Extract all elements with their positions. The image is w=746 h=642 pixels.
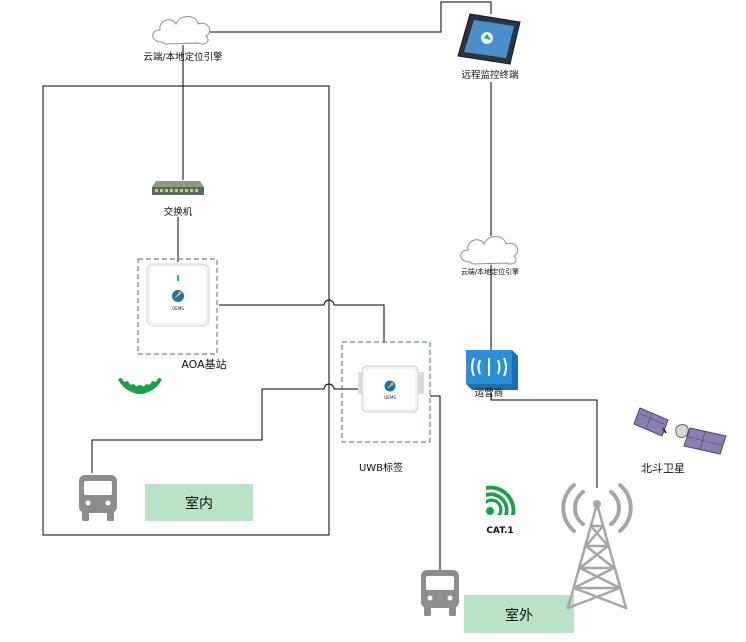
signal-tower-icon (561, 483, 633, 610)
uwb-brand: OEMS (384, 395, 396, 400)
outdoor-label: 室外 (505, 607, 533, 624)
line-aoa-uwb (219, 299, 385, 342)
bus-icon (79, 475, 117, 521)
tablet-icon (457, 13, 521, 65)
operator-icon (466, 350, 518, 390)
cloud-mid-label: 云端/本地定位引擎 (461, 267, 519, 276)
cloud-icon (152, 16, 211, 45)
connection-lines (42, 1, 598, 570)
network-switch-icon (152, 181, 204, 195)
uwb-tag-icon (358, 365, 424, 413)
aoa-label: AOA基站 (181, 357, 226, 371)
cat1-signal-icon (486, 485, 516, 515)
uwb-dashed-box (341, 341, 431, 443)
bus-outdoor-icon (421, 570, 459, 616)
switch-label: 交换机 (164, 206, 193, 218)
aoa-base-station-icon (146, 263, 210, 327)
satellite-icon (633, 407, 727, 455)
line-bus-uwb (91, 383, 358, 473)
aoa-dashed-box (137, 258, 218, 355)
wireless-signal-icon (118, 378, 162, 395)
operator-label: 运营商 (475, 387, 504, 399)
tablet-label: 远程监控终端 (461, 69, 519, 81)
satellite-label: 北斗卫星 (641, 462, 685, 475)
cloud-top-label: 云端/本地定位引擎 (143, 51, 223, 63)
line-operator-tower (490, 392, 598, 488)
line-cloud-tablet (208, 1, 492, 33)
uwb-label: UWB标签 (359, 461, 403, 474)
indoor-label: 室内 (185, 495, 213, 512)
indoor-zone (145, 484, 253, 521)
indoor-frame (42, 85, 330, 536)
cat1-label: CAT.1 (486, 526, 513, 536)
aoa-brand: OEMS (172, 306, 184, 311)
outdoor-zone (464, 595, 574, 633)
cloud-mid-icon (460, 236, 519, 265)
line-uwb-bus (430, 395, 441, 570)
